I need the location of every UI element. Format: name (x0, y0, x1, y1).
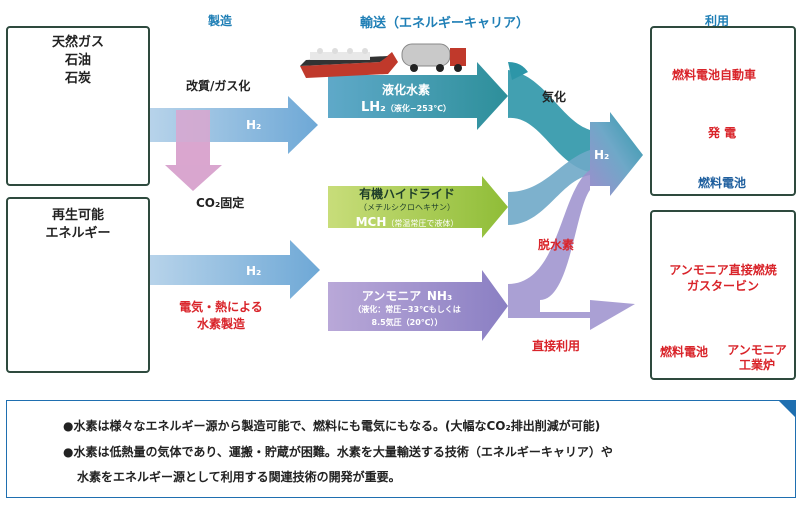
fuel-cell-label: 燃料電池 (698, 176, 747, 190)
note-line-3: 水素をエネルギー源として利用する関連技術の開発が重要。 (77, 470, 401, 484)
h2-bottom-label: H₂ (246, 264, 262, 278)
fossil-source-labels: 天然ガス 石油 石炭 (51, 35, 104, 86)
dehydrogenation-flow (508, 150, 590, 225)
renewable-source-labels: 再生可能 エネルギー (45, 208, 111, 241)
co2-fixation-label: CO₂固定 (196, 196, 245, 210)
header-production: 製造 (208, 14, 233, 28)
note-line-1: ●水素は様々なエネルギー源から製造可能で、燃料にも電気にもなる。(大幅なCO₂排… (63, 419, 601, 433)
lh2-arrow (328, 62, 508, 130)
direct-use-flow (508, 170, 635, 330)
ammonia-usage-box (650, 210, 796, 380)
h2-merge-arrow (590, 112, 643, 196)
tanker-truck-icon (401, 43, 466, 72)
h2-arrow-bottom (150, 240, 320, 299)
fcv-label: 燃料電池自動車 (672, 68, 757, 82)
h2-usage-box (650, 26, 796, 196)
vaporize-flow (508, 70, 590, 172)
ammonia-furnace-label: アンモニア 工業炉 (727, 343, 787, 372)
power-label: 発 電 (708, 126, 737, 140)
notes-box: ●水素は様々なエネルギー源から製造可能で、燃料にも電気にもなる。(大幅なCO₂排… (6, 400, 796, 498)
header-transport: 輸送（エネルギーキャリア） (360, 16, 530, 31)
lng-ship-icon (300, 48, 398, 78)
fossil-source-box: 天然ガス 石油 石炭 (6, 26, 150, 186)
renewable-source-box: 再生可能 エネルギー (6, 197, 150, 373)
h2-arrow-top (150, 96, 318, 154)
direct-use-label: 直接利用 (532, 339, 581, 353)
electric-production-label: 電気・熱による 水素製造 (179, 300, 263, 331)
nh3-carrier-label: アンモニア NH₃ （液化：常圧−33℃もしくは 8.5気圧（20℃）） (353, 289, 461, 328)
lh2-carrier-label: 液化水素 LH₂（液化−253℃） (361, 83, 451, 115)
reforming-label: 改質/ガス化 (186, 79, 251, 93)
mch-arrow (328, 176, 508, 238)
ammonia-turbine-label: アンモニア直接燃焼 ガスタービン (669, 263, 777, 293)
mch-carrier-label: 有機ハイドライド （メチルシクロヘキサン） MCH（常温常圧で液体） (355, 187, 459, 229)
header-usage: 利用 (705, 14, 730, 28)
nh3-arrow (328, 270, 508, 341)
h2-merge-label: H₂ (594, 148, 610, 162)
fuel-cell-2-label: 燃料電池 (660, 345, 709, 359)
notes-corner-fold (778, 400, 796, 418)
dehydrogenation-label: 脱水素 (538, 238, 575, 252)
note-line-2: ●水素は低熱量の気体であり、運搬・貯蔵が困難。水素を大量輸送する技術（エネルギー… (63, 445, 613, 459)
vaporize-label: 気化 (542, 90, 567, 104)
h2-top-label: H₂ (246, 118, 262, 132)
